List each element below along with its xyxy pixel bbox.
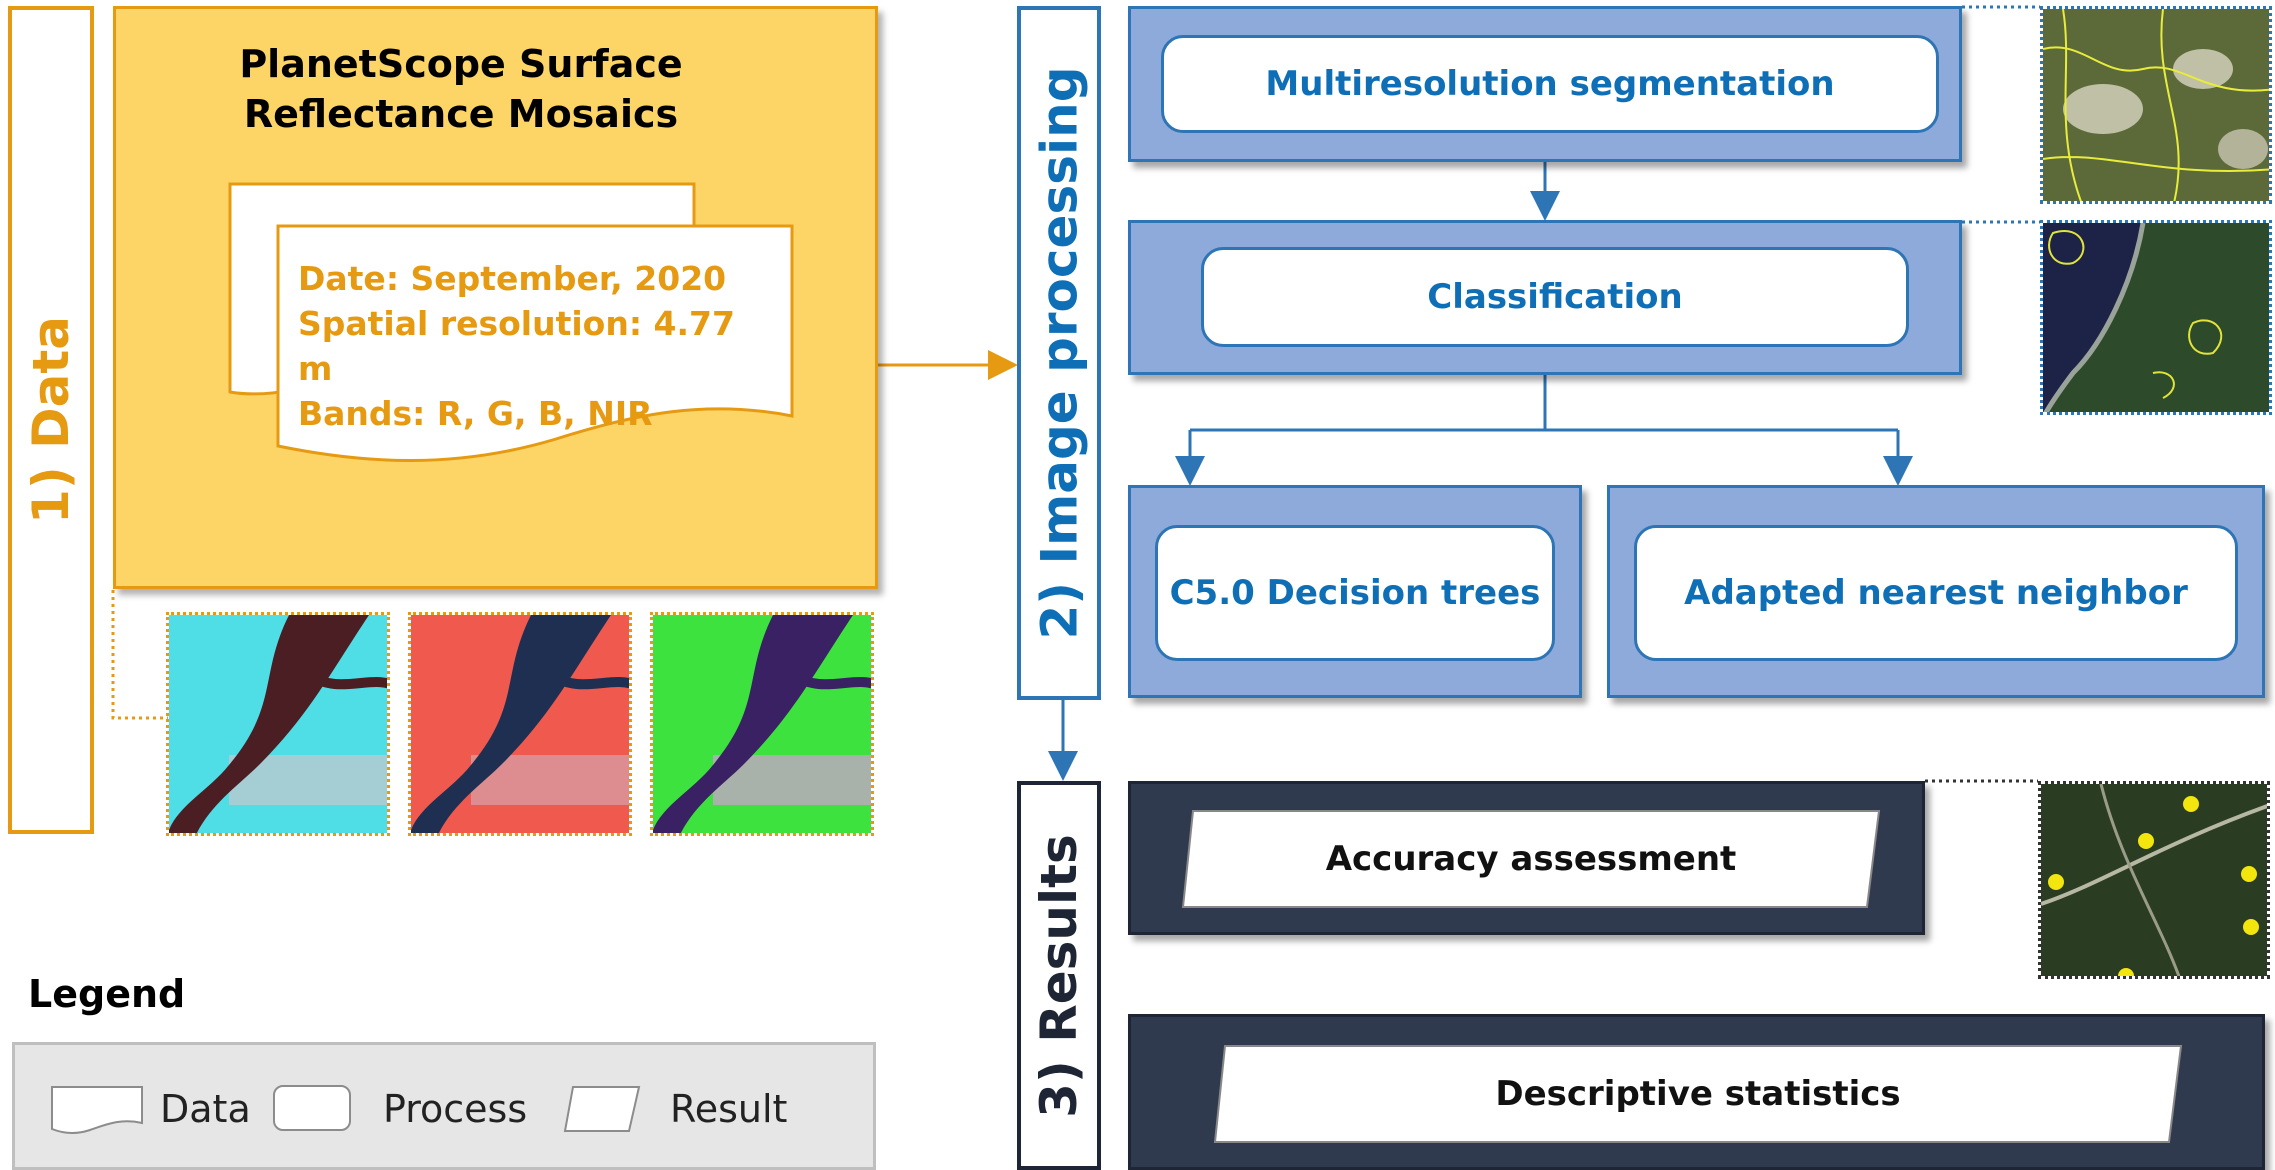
legend-result-shape	[563, 1086, 641, 1132]
classification-process: Classification	[1201, 247, 1909, 347]
detail-resolution: Spatial resolution: 4.77 m	[298, 304, 735, 388]
legend-process-shape	[273, 1085, 351, 1131]
data-box-title: PlanetScope Surface Reflectance Mosaics	[239, 42, 683, 136]
legend-process-label: Process	[383, 1087, 528, 1131]
accuracy-block: Accuracy assessment	[1128, 781, 1925, 935]
data-box: PlanetScope Surface Reflectance Mosaics …	[113, 6, 878, 589]
c50-block: C5.0 Decision trees	[1128, 485, 1582, 698]
legend-data-shape	[51, 1086, 143, 1134]
legend-data-label: Data	[160, 1087, 251, 1131]
classification-satellite-image	[2040, 220, 2272, 415]
data-details: Date: September, 2020 Spatial resolution…	[298, 256, 778, 436]
false-color-green-thumbnail	[650, 612, 874, 836]
ann-process: Adapted nearest neighbor	[1634, 525, 2238, 661]
c50-process: C5.0 Decision trees	[1155, 525, 1555, 661]
segmentation-process: Multiresolution segmentation	[1161, 35, 1939, 133]
section-label-results-text: 3) Results	[1030, 833, 1088, 1118]
detail-bands: Bands: R, G, B, NIR	[298, 394, 653, 433]
section-label-processing-text: 2) Image processing	[1030, 66, 1088, 640]
segmentation-satellite-image	[2040, 6, 2272, 204]
accuracy-points-satellite-image	[2038, 781, 2270, 979]
classification-block: Classification	[1128, 220, 1962, 375]
section-label-data: 1) Data	[8, 6, 94, 834]
legend-result-label: Result	[670, 1087, 788, 1131]
arrow-classification-split	[1190, 375, 1547, 432]
legend-title: Legend	[28, 972, 186, 1016]
detail-date: Date: September, 2020	[298, 259, 727, 298]
segmentation-block: Multiresolution segmentation	[1128, 6, 1962, 162]
false-color-cyan-thumbnail	[166, 612, 390, 836]
stats-block: Descriptive statistics	[1128, 1014, 2265, 1170]
accuracy-result: Accuracy assessment	[1325, 839, 1737, 879]
legend-box: Data Process Result	[12, 1042, 876, 1170]
false-color-red-thumbnail	[408, 612, 632, 836]
stats-result: Descriptive statistics	[1495, 1074, 1901, 1114]
section-label-results: 3) Results	[1017, 781, 1101, 1170]
document-shape-front	[276, 224, 794, 462]
section-label-processing: 2) Image processing	[1017, 6, 1101, 700]
section-label-data-text: 1) Data	[22, 316, 80, 524]
ann-block: Adapted nearest neighbor	[1607, 485, 2265, 698]
